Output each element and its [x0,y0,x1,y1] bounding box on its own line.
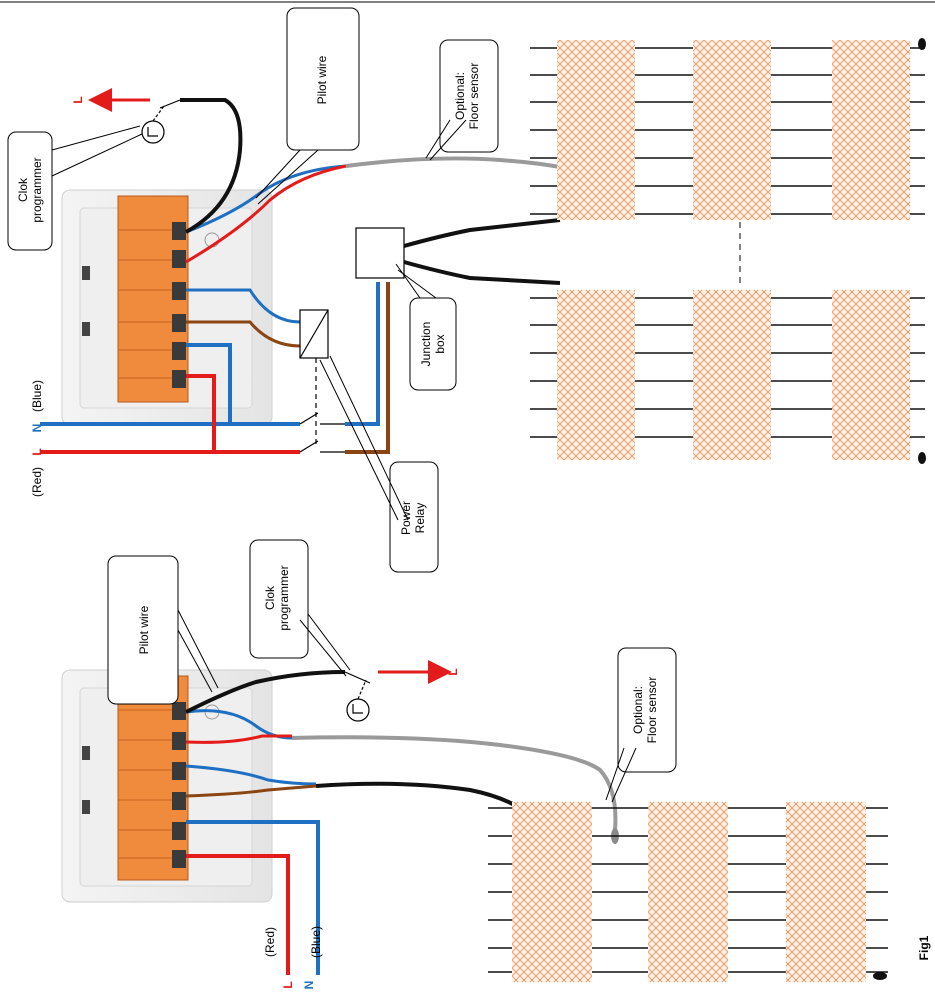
figure-label: Fig1 [917,935,931,960]
top-live-wire [40,374,300,454]
top-callout-sensor-line2: Floor sensor [467,63,481,130]
bottom-label-red: (Red) [263,927,277,957]
top-callout-sensor-line1: Optional: [453,72,467,120]
top-callout-sensor: Optional: Floor sensor [425,39,499,161]
top-callout-relay: Power Relay [319,355,439,573]
top-callout-junction: Junction box [395,263,457,391]
bottom-thermostat [61,669,273,903]
top-diagram: Clok programmer Pilot wire Optional: Flo… [7,7,926,573]
top-clock-programmer [88,88,181,144]
top-label-red: (Red) [30,467,44,497]
top-label-blue: (Blue) [30,380,44,412]
bottom-callout-pilot-text: Pilot wire [137,605,151,654]
top-callout-relay-line2: Relay [413,503,427,534]
bottom-callout-clock-line1: Clok [263,585,277,610]
bottom-callout-clock-line2: programmer [277,565,291,630]
bottom-label-l: L [281,981,295,988]
bottom-heating-mats [488,802,888,982]
top-callout-clock-line1: Clok [16,177,30,202]
bottom-callout-sensor-line1: Optional: [631,686,645,734]
top-pilot-wire [180,98,243,234]
bottom-label-n: N [302,981,316,990]
bottom-callout-clock: Clok programmer [249,539,351,677]
bottom-callout-sensor-line2: Floor sensor [645,677,659,744]
bottom-label-blue: (Blue) [309,926,323,958]
top-callout-junction-line1: Junction [419,322,433,367]
top-heating-mats [530,38,926,464]
top-label-n: N [30,424,44,433]
top-floor-sensor-wire [345,156,566,170]
bottom-live-wire [186,854,290,975]
top-label-l: L [30,448,44,455]
top-callout-relay-line1: Power [399,501,413,535]
bottom-clock-programmer [344,660,452,722]
top-callout-pilot: Pilot wire [255,7,360,205]
bottom-label-l-out: L [446,668,460,675]
bottom-diagram: Pilot wire Clok programmer Optional: Flo… [61,539,888,990]
bottom-callout-sensor: Optional: Floor sensor [605,647,677,803]
bottom-floor-sensor-wire [291,735,618,831]
top-callout-pilot-text: Pilot wire [315,55,329,104]
top-thermostat [61,189,273,426]
top-power-relay [299,309,329,359]
bottom-neutral-wire [186,820,320,975]
top-relay-contacts [299,358,345,453]
top-junction-box [355,227,405,279]
top-callout-junction-line2: box [433,334,447,353]
top-neutral-wire [40,343,300,426]
bottom-pilot-wire [185,670,346,714]
top-callout-clock-line2: programmer [30,157,44,222]
top-label-l-out: L [71,96,85,103]
bottom-callout-pilot: Pilot wire [107,555,219,705]
top-callout-clock: Clok programmer [7,125,143,251]
